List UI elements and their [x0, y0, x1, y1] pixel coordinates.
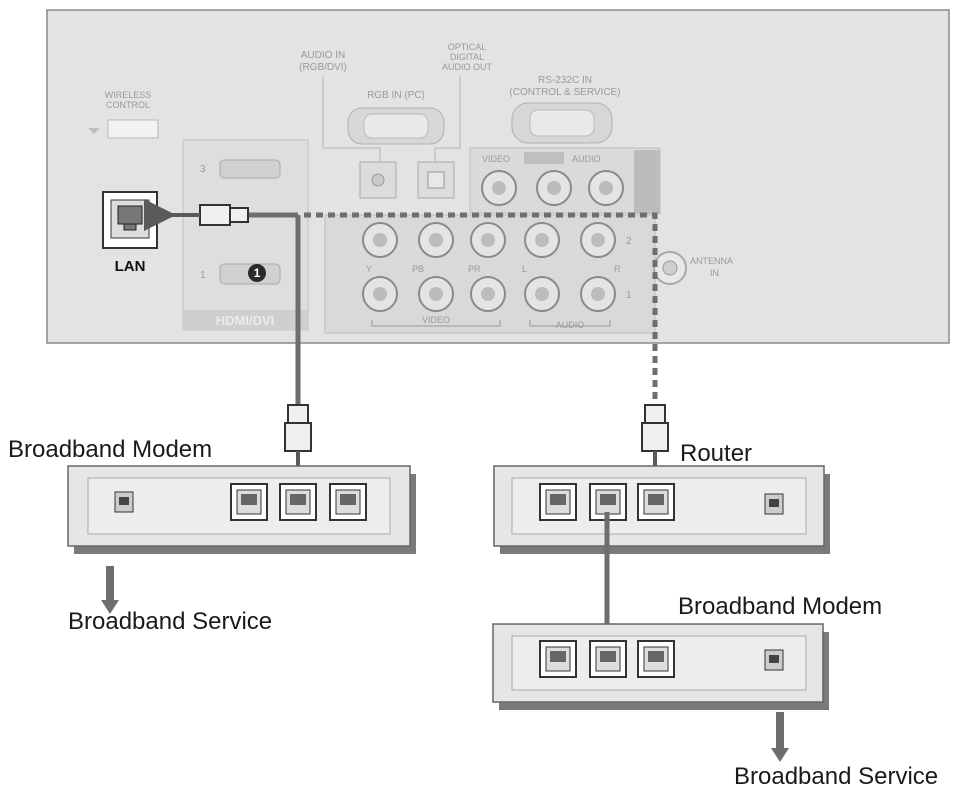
right-broadband-modem — [492, 623, 829, 710]
svg-text:3: 3 — [200, 164, 206, 175]
svg-text:Y: Y — [366, 264, 372, 274]
rj45-port — [764, 493, 784, 515]
wireless-control-label: WIRELESS — [105, 90, 152, 100]
rj45-port — [764, 649, 784, 671]
rj45-port — [329, 483, 367, 521]
rj45-port — [637, 483, 675, 521]
svg-text:RGB IN (PC): RGB IN (PC) — [367, 90, 425, 101]
pc-inputs-group: AUDIO IN (RGB/DVI) OPTICAL DIGITAL AUDIO… — [299, 42, 621, 199]
rj45-port — [230, 483, 268, 521]
tv-back-panel: WIRELESS CONTROL AUDIO IN (RGB/DVI) OPTI… — [46, 9, 950, 344]
svg-text:RS-232C IN: RS-232C IN — [538, 75, 592, 86]
svg-text:1: 1 — [200, 270, 206, 281]
svg-text:AUDIO: AUDIO — [572, 154, 601, 164]
svg-text:AUDIO OUT: AUDIO OUT — [442, 62, 493, 72]
rj45-port — [589, 483, 627, 521]
left-service-arrow — [101, 566, 119, 614]
lan-port — [102, 191, 158, 249]
right-service-arrow — [771, 712, 789, 762]
router — [493, 465, 830, 554]
rj45-port — [279, 483, 317, 521]
svg-text:OPTICAL: OPTICAL — [448, 42, 487, 52]
svg-text:AUDIO: AUDIO — [556, 320, 585, 330]
svg-text:2: 2 — [626, 236, 632, 247]
svg-text:1: 1 — [626, 290, 632, 301]
svg-text:PR: PR — [468, 264, 481, 274]
svg-text:(CONTROL & SERVICE): (CONTROL & SERVICE) — [509, 87, 620, 98]
antenna-port: ANTENNA IN — [653, 251, 733, 285]
svg-text:(RGB/DVI): (RGB/DVI) — [299, 62, 347, 73]
left-modem-label: Broadband Modem — [8, 436, 213, 463]
router-label: Router — [680, 440, 753, 467]
rj45-port — [114, 491, 134, 513]
rj45-port — [637, 640, 675, 678]
svg-text:VIDEO: VIDEO — [422, 315, 450, 325]
rj45-port — [589, 640, 627, 678]
svg-text:CONTROL: CONTROL — [106, 100, 150, 110]
svg-text:1: 1 — [254, 266, 261, 280]
av-inputs-block: VIDEO AUDIO Y PB PR L R 2 1 VIDEO — [324, 147, 661, 334]
rj45-port — [539, 483, 577, 521]
svg-text:VIDEO: VIDEO — [482, 154, 510, 164]
left-service-label: Broadband Service — [68, 608, 273, 635]
dotted-lan-cable — [304, 212, 669, 486]
svg-text:HDMI/DVI: HDMI/DVI — [216, 313, 275, 328]
svg-text:R: R — [614, 264, 621, 274]
rj45-port — [539, 640, 577, 678]
svg-text:IN: IN — [710, 268, 719, 278]
left-broadband-modem — [67, 465, 416, 554]
svg-text:ANTENNA: ANTENNA — [690, 256, 733, 266]
svg-text:PB: PB — [412, 264, 424, 274]
right-service-label: Broadband Service — [734, 763, 939, 790]
svg-text:L: L — [522, 264, 527, 274]
svg-text:AUDIO IN: AUDIO IN — [301, 50, 345, 61]
step-badge — [248, 264, 266, 282]
svg-text:DIGITAL: DIGITAL — [450, 52, 484, 62]
right-modem-label: Broadband Modem — [678, 593, 883, 620]
lan-label: LAN — [115, 258, 146, 275]
wireless-control-port: WIRELESS CONTROL — [88, 90, 159, 139]
hdmi-block: 3 1 1 HDMI/DVI — [182, 139, 309, 331]
